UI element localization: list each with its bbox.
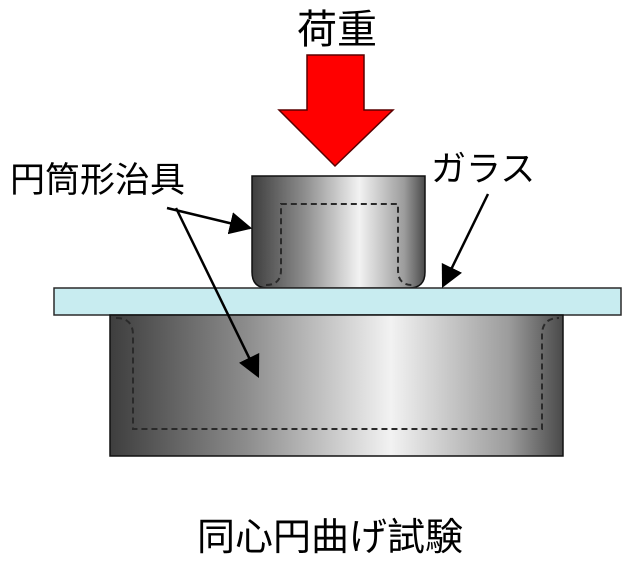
lower-cylindrical-jig	[109, 314, 564, 457]
cylindrical-jig-label: 円筒形治具	[10, 161, 185, 201]
glass-leader	[441, 193, 490, 289]
diagram-caption: 同心円曲げ試験	[197, 515, 463, 559]
load-label: 荷重	[297, 7, 377, 53]
down-arrow-icon	[277, 54, 395, 168]
glass-label: ガラス	[431, 150, 535, 190]
jig-leader-lower	[174, 207, 260, 379]
lower-jig-hidden-outline	[115, 317, 560, 430]
upper-cylindrical-jig	[251, 175, 426, 289]
jig-leader-upper	[166, 206, 253, 235]
glass-plate	[53, 287, 622, 316]
